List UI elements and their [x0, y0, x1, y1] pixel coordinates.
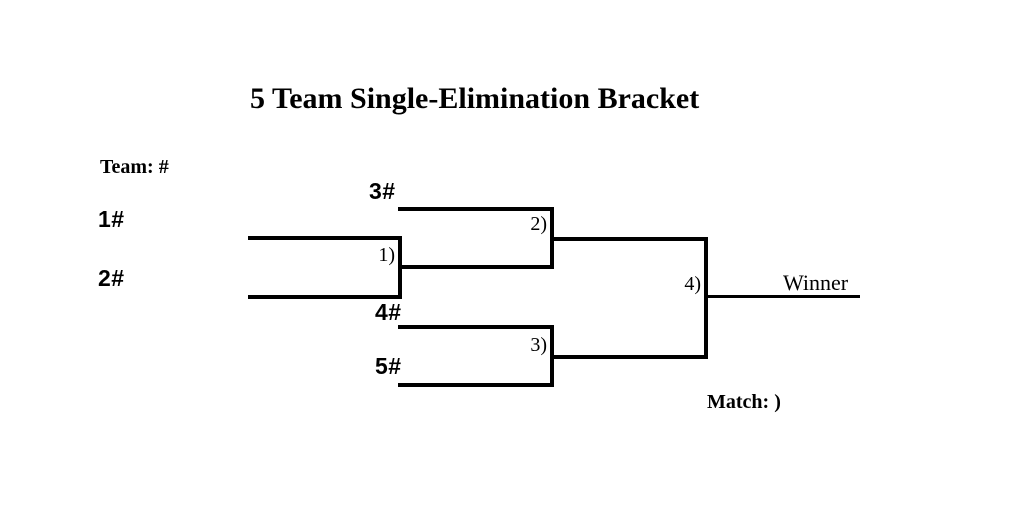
match3-winner-line: [550, 355, 708, 359]
team-label-5: 5#: [375, 353, 402, 379]
team2-seed-line: [248, 295, 402, 299]
team-key-label: Team: #: [100, 156, 169, 178]
match2-winner-line: [550, 237, 708, 241]
match-label-4: 4): [684, 273, 701, 295]
team-label-2: 2#: [98, 265, 125, 291]
team-label-3: 3#: [369, 178, 396, 204]
match4-vertical-connector: [704, 237, 708, 359]
page-title: 5 Team Single-Elimination Bracket: [250, 82, 700, 115]
match-label-1: 1): [378, 244, 395, 266]
champion-line: [704, 295, 860, 298]
team-label-1: 1#: [98, 206, 125, 232]
team4-seed-line: [398, 325, 554, 329]
team1-seed-line: [248, 236, 402, 240]
match-key-label: Match: ): [707, 391, 781, 413]
winner-label: Winner: [783, 270, 849, 295]
match1-winner-line: [398, 265, 554, 269]
team-label-4: 4#: [375, 299, 402, 325]
match-label-3: 3): [530, 334, 547, 356]
team5-seed-line: [398, 383, 554, 387]
match-label-2: 2): [530, 213, 547, 235]
team3-seed-line: [398, 207, 554, 211]
